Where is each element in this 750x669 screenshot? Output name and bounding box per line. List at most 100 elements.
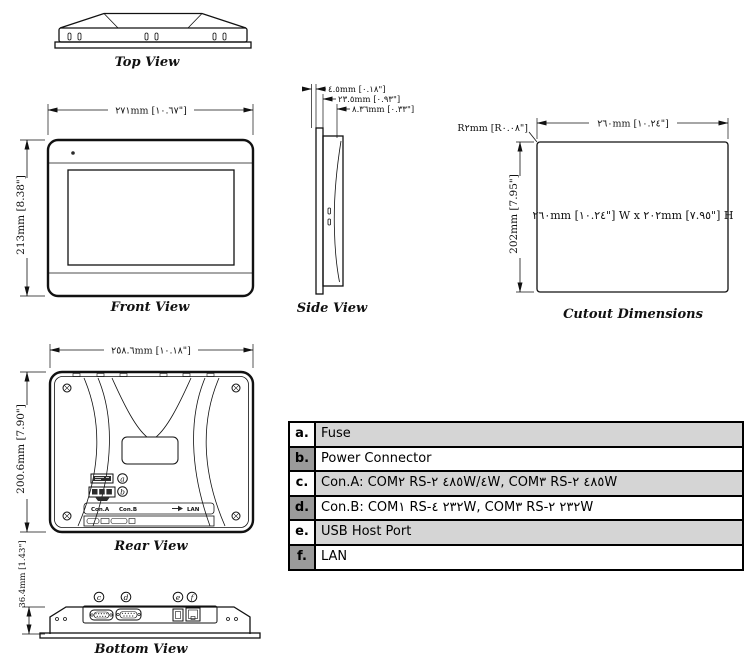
legend-key: c. xyxy=(290,472,316,495)
side-bezel-profile xyxy=(315,127,324,295)
cutout-view: ٢٦٠mm [١٠.٢٤"] 202mm [7.95"] R٢mm [R٠.٠٨… xyxy=(457,118,733,322)
bottom-callouts: c d e f xyxy=(93,591,198,603)
top-view-body xyxy=(58,27,248,43)
callout-a-circle xyxy=(117,473,128,484)
cutout-view-label: Cutout Dimensions xyxy=(563,307,704,322)
cutout-radius-dim-text: R٢mm [R٠.٠٨"] xyxy=(457,123,528,134)
front-width-dim-text: ٢٧١mm [١٠.٦٧"] xyxy=(115,106,187,117)
rear-recess xyxy=(121,436,179,465)
legend-key: f. xyxy=(290,545,316,569)
legend-row-e: e. USB Host Port xyxy=(290,521,742,546)
bottom-height-dim-text: 36.4mm [1.43"] xyxy=(18,540,28,607)
rear-bottom-recess xyxy=(83,515,215,527)
screw-icon xyxy=(62,511,72,521)
screw-icon xyxy=(231,383,241,393)
fuse-label-block xyxy=(93,476,111,481)
legend-key: e. xyxy=(290,521,316,544)
rear-height-extension-lines xyxy=(20,371,46,533)
side-vent-2 xyxy=(327,218,331,226)
rear-cover-inner-line xyxy=(54,376,249,528)
front-height-extension-lines xyxy=(20,139,45,297)
cutout-rectangle xyxy=(536,141,729,293)
top-view: Top View xyxy=(54,12,252,70)
side-dim1-text: ٤.٥mm [٠.١٨"] xyxy=(328,85,386,95)
callout-e: e xyxy=(176,593,181,602)
side-body-profile xyxy=(322,135,344,287)
top-view-lid-facets xyxy=(103,13,203,29)
side-dim2-text: ٢٣.٥mm [٠.٩٣"] xyxy=(338,95,400,105)
bottom-connector-bay xyxy=(82,605,218,624)
callout-d-circle xyxy=(120,591,132,603)
legend-key: d. xyxy=(290,496,316,520)
rear-view: ٢٥٨.٦mm [١٠.١٨"] 200.6mm [7.90"] xyxy=(15,344,255,554)
legend-row-d: d. Con.B: COM١ RS-٢٣٢ ٤W, COM٣ RS-٢٣٢ ٢W xyxy=(290,496,742,522)
front-height-dim-text: 213mm [8.38"] xyxy=(15,175,27,255)
callout-c: c xyxy=(97,593,102,602)
rear-cover-outline xyxy=(48,370,255,534)
port-label-strip xyxy=(83,502,215,515)
callout-d: d xyxy=(124,593,129,602)
callout-a: a xyxy=(120,474,124,483)
screw-icon xyxy=(231,511,241,521)
screw-icon xyxy=(62,383,72,393)
callout-c-circle xyxy=(93,591,105,603)
cutout-center-text: ٢٦٠mm [١٠.٢٤"] W x ٢٠٢mm [٧.٩٥"] H xyxy=(533,209,734,222)
legend-value: Power Connector xyxy=(316,447,742,471)
front-screen xyxy=(67,169,235,266)
power-led-icon xyxy=(71,151,75,155)
cutout-height-dim-text: 202mm [7.95"] xyxy=(508,174,520,254)
top-view-base-plate xyxy=(54,41,252,49)
rear-bottom-connector-outlines xyxy=(86,518,136,524)
top-view-vent-slots xyxy=(67,32,227,41)
lan-label: LAN xyxy=(187,507,200,513)
callout-e-circle xyxy=(172,591,184,603)
rear-view-label: Rear View xyxy=(113,539,188,554)
callout-b: b xyxy=(120,487,125,496)
legend-value: LAN xyxy=(316,545,742,569)
bottom-height-extension-lines xyxy=(22,606,45,635)
usb-port-e xyxy=(172,608,184,622)
side-dim1-extension-lines xyxy=(311,84,317,128)
legend-value: USB Host Port xyxy=(316,521,742,544)
legend-row-f: f. LAN xyxy=(290,545,742,569)
legend-value: Con.B: COM١ RS-٢٣٢ ٤W, COM٣ RS-٢٣٢ ٢W xyxy=(316,496,742,520)
legend-value: Fuse xyxy=(316,423,742,446)
rear-molding-curves xyxy=(77,377,226,527)
rear-height-dim-text: 200.6mm [7.90"] xyxy=(15,404,27,494)
side-dim3-text: ٨.٣٦mm [٠.٣٣"] xyxy=(352,105,414,115)
legend-row-b: b. Power Connector xyxy=(290,447,742,473)
side-view-label: Side View xyxy=(297,301,368,316)
legend-value: Con.A: COM٢ RS-٤٨٥ ٢W/٤W, COM٣ RS-٤٨٥ ٢W xyxy=(316,472,742,495)
bottom-view: 36.4mm [1.43"] c d e f xyxy=(18,540,261,657)
callout-f-circle xyxy=(186,591,198,603)
callout-f: f xyxy=(190,593,195,602)
front-view: ٢٧١mm [١٠.٦٧"] 213mm [8.38"] Front View xyxy=(15,104,255,315)
legend-key: a. xyxy=(290,423,316,446)
side-view: ٤.٥mm [٠.١٨"] ٢٣.٥mm [٠.٩٣"] ٨.٣٦mm [٠.٣… xyxy=(297,84,414,316)
legend-key: b. xyxy=(290,447,316,471)
con-a-label: Con.A xyxy=(91,507,110,513)
front-view-label: Front View xyxy=(110,300,191,315)
con-b-label: Con.B xyxy=(119,507,137,513)
lan-port-f xyxy=(185,607,201,622)
bottom-flange-holes xyxy=(55,617,238,621)
legend-row-a: a. Fuse xyxy=(290,423,742,448)
cutout-width-dim-text: ٢٦٠mm [١٠.٢٤"] xyxy=(597,119,669,130)
db9-connector-c xyxy=(89,609,114,621)
legend-table: a. Fuse b. Power Connector c. Con.A: COM… xyxy=(288,421,744,571)
bottom-body-outline xyxy=(49,606,251,634)
cutout-radius-leader xyxy=(528,131,538,143)
rear-corner-screws xyxy=(62,383,241,521)
top-view-label: Top View xyxy=(115,55,181,70)
rear-width-dim-text: ٢٥٨.٦mm [١٠.١٨"] xyxy=(111,346,191,357)
power-connector-pins xyxy=(92,489,112,501)
callout-b-circle xyxy=(117,486,128,497)
legend-row-c: c. Con.A: COM٢ RS-٤٨٥ ٢W/٤W, COM٣ RS-٤٨٥… xyxy=(290,472,742,497)
rear-top-slots xyxy=(72,373,215,377)
front-bezel-outline xyxy=(46,138,255,298)
bottom-base-plate xyxy=(39,632,261,639)
db9-connector-d xyxy=(115,608,142,621)
fuse-holder xyxy=(90,473,114,484)
